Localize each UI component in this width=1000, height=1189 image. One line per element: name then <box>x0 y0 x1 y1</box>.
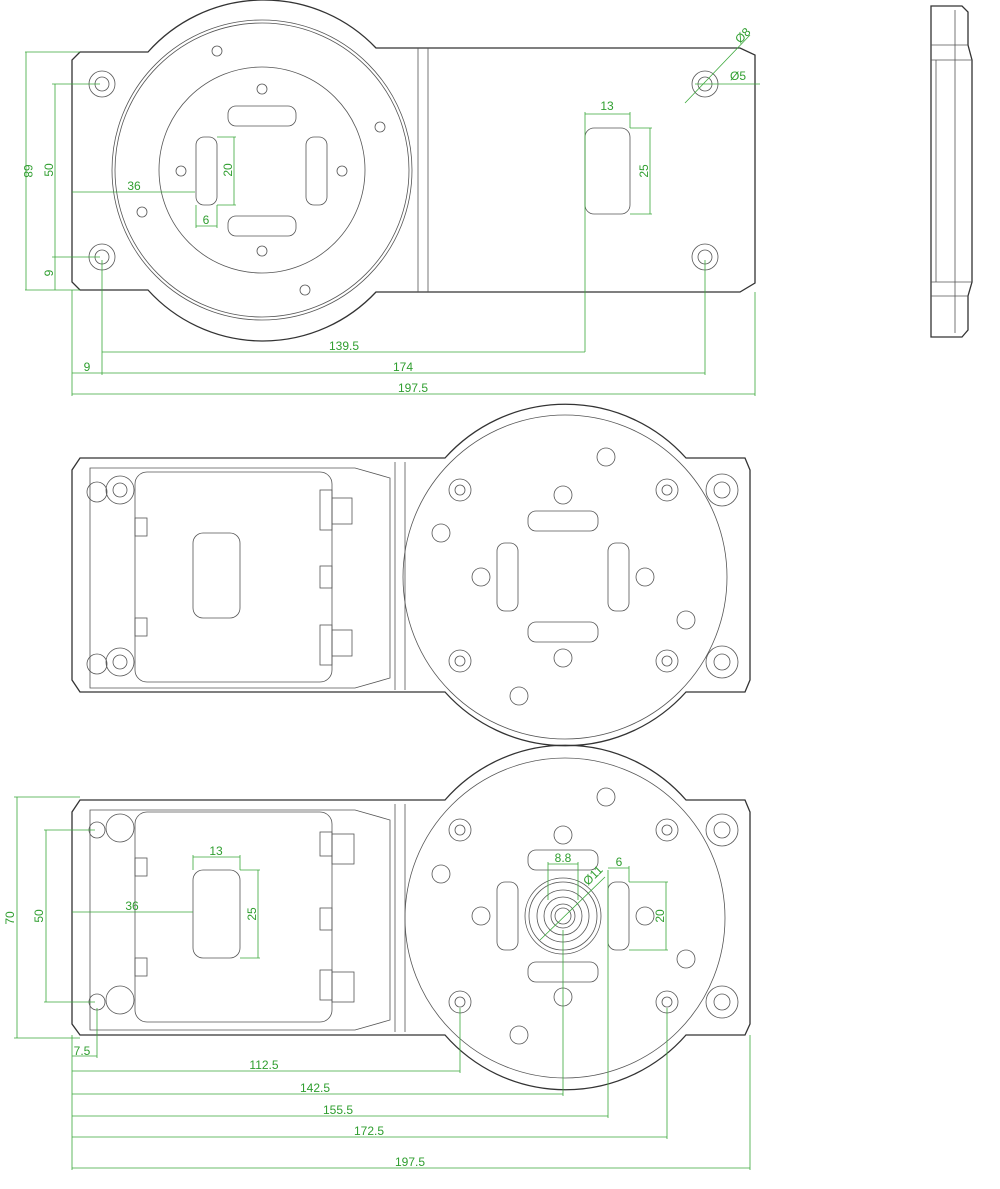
battery-pocket <box>134 471 333 683</box>
dim-197-5: 197.5 <box>395 1155 425 1169</box>
mounting-holes <box>88 70 719 271</box>
dim-9-v: 9 <box>42 269 56 276</box>
slot <box>227 215 297 237</box>
dim-142-5: 142.5 <box>300 1081 330 1095</box>
rect-slot <box>584 127 631 215</box>
dim-174: 174 <box>393 360 413 374</box>
dim-197-5: 197.5 <box>398 381 428 395</box>
dim-50: 50 <box>42 163 56 177</box>
slot <box>195 136 218 206</box>
slot <box>305 136 328 206</box>
top-inner-plate <box>158 66 366 274</box>
side-view <box>930 5 973 338</box>
top-turntable-rim <box>111 19 413 321</box>
dim-20: 20 <box>653 909 667 923</box>
bottom-view: 70 50 36 13 25 7.5 112.5 142.5 155.5 172… <box>3 744 751 1170</box>
dim-36: 36 <box>125 899 139 913</box>
dim-dia-5: Ø5 <box>730 69 746 83</box>
dim-6: 6 <box>203 213 210 227</box>
dim-dia-8: Ø8 <box>732 25 753 46</box>
dim-20: 20 <box>221 163 235 177</box>
dim-112-5: 112.5 <box>249 1058 278 1072</box>
dim-8-8: 8.8 <box>555 851 572 865</box>
dim-9-h: 9 <box>84 360 91 374</box>
top-body-outline <box>71 0 756 342</box>
dim-6: 6 <box>616 855 623 869</box>
dim-139-5: 139.5 <box>329 339 359 353</box>
underside-view <box>71 403 751 747</box>
top-view: 68 50 9 36 20 6 139.5 174 197.5 9 13 25 … <box>21 0 760 396</box>
small-holes <box>136 45 386 296</box>
slot <box>227 105 297 127</box>
dim-36: 36 <box>127 179 141 193</box>
dim-13: 13 <box>209 844 223 858</box>
dim-155-5: 155.5 <box>323 1103 353 1117</box>
dim-25: 25 <box>245 907 259 921</box>
dim-25: 25 <box>637 164 651 178</box>
dim-50: 50 <box>32 909 46 923</box>
dim-7-5: 7.5 <box>74 1044 91 1058</box>
dim-70: 70 <box>3 911 17 925</box>
dim-13: 13 <box>600 99 614 113</box>
dim-172-5: 172.5 <box>354 1124 384 1138</box>
dim-68: 68 <box>21 164 35 178</box>
